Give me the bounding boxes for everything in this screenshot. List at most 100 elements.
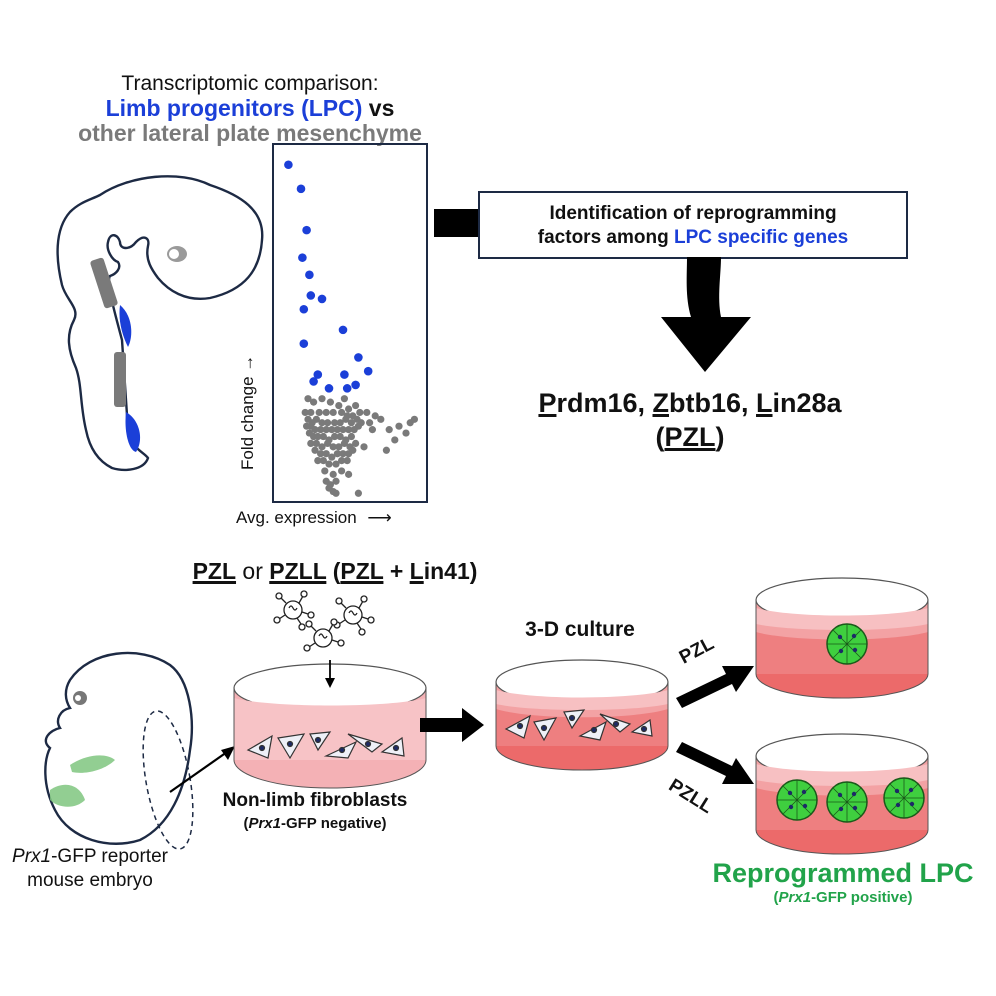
other-gene-point: [352, 401, 360, 410]
header-line-1: Transcriptomic comparison:: [121, 72, 379, 95]
other-gene-point: [324, 439, 332, 447]
other-gene-point: [332, 489, 340, 497]
gfp-positive-sphere: [883, 777, 925, 819]
other-gene-point: [322, 408, 330, 417]
lpc-gene-point: [299, 304, 309, 314]
other-gene-point: [301, 408, 309, 417]
other-gene-point: [345, 470, 353, 478]
gfp-positive-sphere: [826, 623, 868, 665]
header-line-2: Limb progenitors (LPC) vs: [40, 95, 460, 122]
other-gene-point: [311, 426, 319, 434]
lpc-gene-point: [351, 380, 360, 390]
other-gene-point: [332, 477, 340, 485]
virus-icon: [333, 595, 375, 636]
other-gene-point: [307, 439, 315, 447]
identification-box: Identification of reprogramming factors …: [478, 191, 908, 259]
other-gene-point: [321, 467, 329, 475]
curved-down-arrow-icon: [661, 257, 751, 372]
lpc-gene-point: [354, 353, 363, 362]
identification-line-2: factors among LPC specific genes: [537, 227, 849, 248]
other-gene-point: [395, 422, 403, 430]
other-gene-point: [354, 422, 362, 430]
transduction-factors-title: PZL or PZLL (PZL + Lin41): [192, 558, 478, 584]
3d-culture-label: 3-D culture: [525, 618, 635, 641]
scatter-plot: [284, 160, 418, 497]
other-gene-point: [317, 450, 325, 458]
other-gene-point: [336, 419, 344, 427]
lpc-gene-point: [363, 366, 373, 376]
virus-icon: [273, 590, 315, 631]
other-gene-point: [304, 395, 312, 403]
dissected-region-outline: [142, 710, 194, 850]
other-gene-point: [340, 439, 348, 447]
3d-culture-dish: [495, 659, 669, 771]
pzll-result-dish: [755, 733, 929, 855]
other-gene-point: [342, 415, 350, 423]
other-gene-point: [331, 432, 339, 441]
header-line-3: other lateral plate mesenchyme: [78, 120, 422, 146]
other-gene-point: [336, 432, 344, 441]
gfp-positive-sphere: [826, 781, 868, 823]
other-gene-point: [312, 439, 320, 447]
other-gene-point: [319, 432, 327, 441]
virus-icon: [303, 618, 345, 652]
connector-bar: [434, 209, 480, 237]
other-gene-point: [345, 405, 353, 413]
right-arrow-icon: ⟶: [367, 508, 392, 527]
other-gene-point: [331, 419, 339, 427]
fibroblast-cells: [246, 731, 405, 760]
down-arrow-icon: [325, 678, 335, 688]
other-gene-point: [318, 395, 326, 403]
other-gene-point: [368, 426, 376, 434]
identification-line-1: Identification of reprogramming: [549, 203, 837, 224]
other-gene-point: [322, 426, 330, 434]
other-gene-point: [322, 450, 330, 458]
other-gene-point: [324, 419, 332, 427]
reprogrammed-lpc-sublabel: (Prx1-GFP positive): [773, 889, 913, 906]
other-gene-point: [333, 426, 341, 434]
reprogrammed-lpc-label: Reprogrammed LPC: [712, 858, 974, 888]
arrow-to-3d-culture-icon: [420, 708, 484, 742]
virus-particles: [273, 590, 375, 652]
other-gene-point: [338, 408, 346, 417]
other-gene-point: [325, 460, 333, 468]
other-gene-point: [349, 446, 357, 454]
other-gene-point: [326, 398, 334, 406]
forelimb-gfp: [70, 755, 115, 773]
other-gene-point: [311, 446, 319, 454]
other-gene-point: [332, 460, 340, 468]
other-gene-point: [343, 457, 351, 465]
other-gene-point: [338, 467, 346, 475]
lpc-gene-point: [306, 291, 316, 300]
lpc-gene-point: [296, 184, 306, 194]
other-gene-point: [340, 395, 348, 403]
other-gene-point: [307, 408, 315, 417]
fibroblasts-label: Non-limb fibroblasts: [222, 790, 408, 811]
lpm-gray-lower: [114, 352, 126, 407]
other-gene-point: [382, 446, 390, 454]
vs-label: vs: [362, 95, 395, 121]
lpc-gene-point: [309, 377, 318, 386]
fibroblasts-sublabel: (Prx1-GFP negative): [243, 815, 387, 832]
other-gene-point: [352, 439, 360, 447]
embryo-lpc-illustration: [56, 175, 264, 472]
hindlimb-lpc-blue: [125, 412, 141, 452]
pzl-result-dish: [755, 577, 929, 699]
up-arrow-icon: →: [238, 354, 257, 372]
lpc-gene-point: [340, 370, 349, 379]
other-gene-point: [347, 432, 355, 441]
other-gene-point: [312, 415, 320, 423]
other-gene-point: [318, 419, 326, 427]
lpc-gene-point: [313, 370, 323, 379]
lpc-gene-point: [302, 225, 311, 235]
lpc-gene-point: [338, 325, 348, 335]
other-gene-point: [328, 453, 336, 461]
hindlimb-gfp: [50, 784, 85, 807]
other-gene-point: [314, 432, 322, 441]
other-gene-point: [338, 457, 346, 465]
arrow-embryo-to-dish-icon: [169, 746, 235, 793]
other-gene-point: [356, 408, 364, 417]
other-gene-point: [315, 408, 323, 417]
other-gene-point: [391, 436, 399, 444]
other-gene-point: [402, 429, 410, 437]
